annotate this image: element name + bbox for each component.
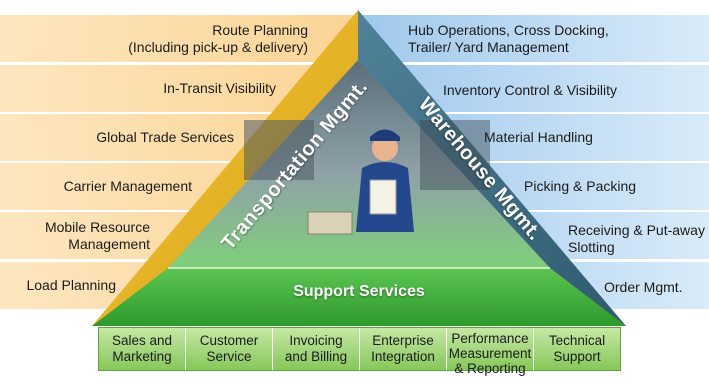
left-item-line: In-Transit Visibility xyxy=(163,80,276,96)
support-services-row: Sales and Marketing Customer Service Inv… xyxy=(98,327,621,376)
support-item-sales: Sales and Marketing xyxy=(99,328,186,370)
left-item-carrier: Carrier Management xyxy=(20,178,192,195)
right-item-line: Hub Operations, Cross Docking, xyxy=(408,22,609,38)
left-item-global-trade: Global Trade Services xyxy=(40,129,234,146)
left-item-route-planning: Route Planning (Including pick-up & deli… xyxy=(60,22,308,56)
right-item-line: Slotting xyxy=(568,239,615,255)
left-item-mobile-resource: Mobile Resource Management xyxy=(20,219,150,253)
left-item-line: Route Planning xyxy=(212,22,308,38)
right-item-line: Order Mgmt. xyxy=(604,279,683,295)
left-item-line: Load Planning xyxy=(26,277,116,293)
support-item-line: Service xyxy=(206,349,252,364)
support-item-line: Performance xyxy=(451,331,529,346)
right-item-order-mgmt: Order Mgmt. xyxy=(604,279,704,296)
worker-illustration xyxy=(244,120,490,235)
support-item-customer-service: Customer Service xyxy=(186,328,273,370)
right-item-line: Inventory Control & Visibility xyxy=(443,82,618,98)
warehouse-side xyxy=(358,10,626,326)
support-item-invoicing: Invoicing and Billing xyxy=(273,328,360,370)
support-item-line: Invoicing xyxy=(289,333,343,348)
left-item-line: Management xyxy=(68,236,150,252)
support-item-line: Marketing xyxy=(112,349,172,364)
left-item-in-transit: In-Transit Visibility xyxy=(60,80,276,97)
transportation-side xyxy=(92,10,358,326)
support-base xyxy=(92,268,626,326)
right-item-line: Material Handling xyxy=(484,129,593,145)
left-item-load-planning: Load Planning xyxy=(10,277,116,294)
support-item-line: Enterprise xyxy=(372,333,434,348)
support-item-line: Integration xyxy=(371,349,435,364)
band-left-1 xyxy=(0,15,360,62)
left-item-line: Carrier Management xyxy=(63,178,192,194)
support-item-performance: Performance Measurement & Reporting xyxy=(447,328,534,376)
right-item-hub-operations: Hub Operations, Cross Docking, Trailer/ … xyxy=(408,22,648,56)
left-item-line: Global Trade Services xyxy=(96,129,234,145)
right-item-line: Receiving & Put-away xyxy=(568,222,705,238)
support-item-line: Customer xyxy=(199,333,259,348)
support-item-enterprise: Enterprise Integration xyxy=(360,328,447,370)
support-services-title: Support Services xyxy=(293,283,425,300)
band-right-1 xyxy=(355,15,709,62)
right-item-line: Picking & Packing xyxy=(524,178,637,194)
support-item-line: & Reporting xyxy=(454,361,526,376)
support-item-line: Sales and xyxy=(111,333,173,348)
support-item-technical: Technical Support xyxy=(534,328,620,370)
right-item-receiving: Receiving & Put-away Slotting xyxy=(568,222,708,256)
right-item-picking: Picking & Packing xyxy=(524,178,694,195)
support-item-line: and Billing xyxy=(284,349,348,364)
left-item-line: Mobile Resource xyxy=(44,219,150,235)
inner-photo-area xyxy=(168,60,550,268)
support-item-line: Technical xyxy=(548,333,606,348)
right-item-inventory: Inventory Control & Visibility xyxy=(443,82,683,99)
right-item-line: Trailer/ Yard Management xyxy=(408,39,569,55)
support-item-line: Support xyxy=(553,349,601,364)
left-item-line: (Including pick-up & delivery) xyxy=(128,39,308,55)
support-item-line: Measurement xyxy=(448,346,532,361)
right-item-material-handling: Material Handling xyxy=(484,129,684,146)
